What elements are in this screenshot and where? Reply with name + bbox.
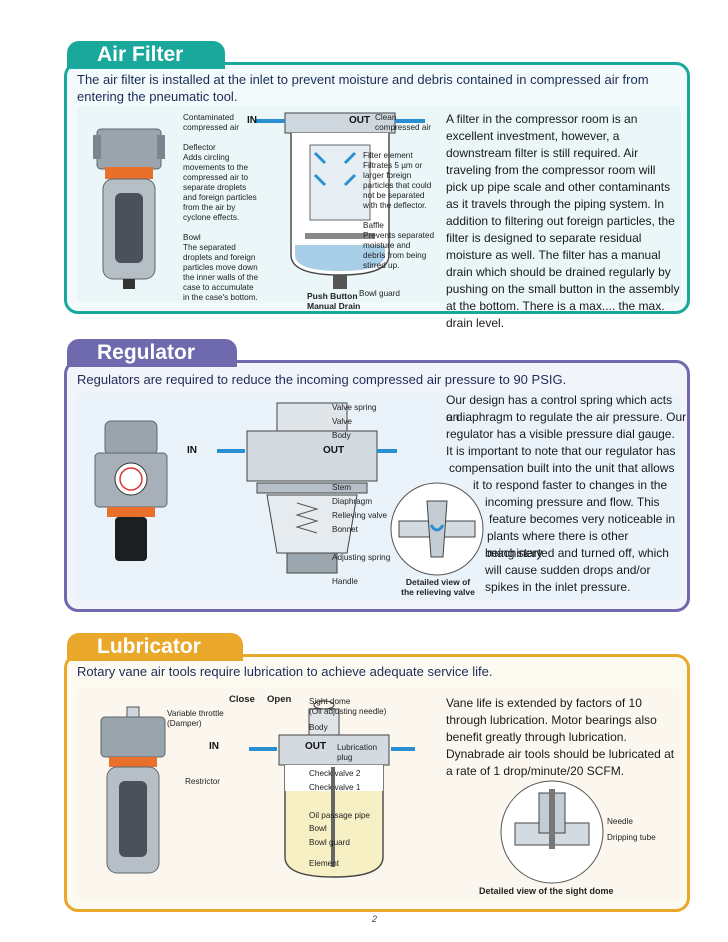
lubricator-title: Lubricator	[67, 633, 243, 661]
restrictor-label: Restrictor	[185, 777, 221, 786]
lubricator-diagram	[249, 700, 415, 878]
open-label: Open	[267, 694, 292, 705]
regulator-out-label: OUT	[323, 445, 345, 456]
handle-label: Handle	[332, 577, 358, 586]
lubricator-intro: Rotary vane air tools require lubricatio…	[77, 664, 493, 679]
check-valve-2-label: Check valve 2	[309, 769, 361, 778]
relieving-valve-label: Relieving valve	[332, 511, 388, 520]
regulator-body-line: feature becomes very noticeable in	[489, 512, 676, 526]
diaphragm-label: Diaphragm	[332, 497, 373, 506]
baffle-label: Baffle Prevents separated moisture and d…	[363, 221, 435, 270]
variable-throttle-label: Variable throttle (Damper)	[167, 709, 224, 728]
regulator-panel	[77, 393, 681, 601]
lubricator-out-label: OUT	[305, 741, 327, 752]
valve-label: Valve	[332, 417, 352, 426]
element-label: Element	[309, 859, 340, 868]
oil-passage-pipe-label: Oil passage pipe	[309, 811, 370, 820]
bonnet-label: Bonnet	[332, 525, 358, 534]
check-valve-1-label: Check valve 1	[309, 783, 361, 792]
lubricator-body-label: Body	[309, 723, 328, 732]
regulator-body-line: a diaphragm to regulate the air pressure…	[446, 410, 687, 424]
regulator-body-line: it to respond faster to changes in the	[473, 478, 668, 492]
regulator-in-label: IN	[187, 445, 197, 456]
page-number: 2	[372, 914, 378, 924]
regulator-body-line: Our design has a control spring which ac…	[446, 393, 673, 424]
regulator-title: Regulator	[67, 339, 238, 367]
lubricator-section: Lubricator Rotary vane air tools require…	[64, 633, 690, 912]
push-button-label: Push Button Manual Drain	[307, 291, 361, 311]
regulator-body-line: being started and turned off, which	[485, 546, 669, 560]
filter-element-label: Filter element Filtrates 5 µm or larger …	[363, 151, 432, 210]
clean-air-label: Clean compressed air	[375, 113, 431, 132]
lubricator-body: Vane life is extended by factors of 10 t…	[446, 696, 675, 778]
regulator-body-line: will cause sudden drops and/or	[485, 563, 651, 577]
sight-dome-caption: Detailed view of the sight dome	[479, 886, 614, 896]
air-in-label: IN	[247, 115, 257, 126]
regulator-body-line: It is important to note that our regulat…	[446, 444, 676, 458]
relieving-valve-caption: Detailed view of the relieving valve	[401, 577, 475, 597]
adjusting-spring-label: Adjusting spring	[332, 553, 391, 562]
lubrication-plug-label: Lubrication plug	[337, 743, 378, 762]
bowl-guard-label: Bowl guard	[359, 289, 400, 298]
regulator-product-image	[94, 420, 168, 561]
relieving-valve-detail	[390, 482, 484, 576]
regulator-body-line: incoming pressure and flow. This	[485, 495, 660, 509]
air-filter-diagram	[255, 112, 425, 289]
lubricator-bowl-label: Bowl	[309, 824, 327, 833]
contaminated-air-label: Contaminated compressed air	[183, 113, 239, 132]
regulator-body-line: spikes in the inlet pressure.	[485, 580, 631, 594]
needle-label: Needle	[607, 817, 633, 826]
air-filter-title: Air Filter	[67, 41, 226, 69]
dripping-tube-label: Dripping tube	[607, 833, 656, 842]
air-filter-product-image	[93, 128, 165, 289]
regulator-intro: Regulators are required to reduce the in…	[77, 372, 567, 387]
air-filter-intro: The air filter is installed at the inlet…	[77, 72, 649, 104]
lubricator-in-label: IN	[209, 741, 219, 752]
stem-label: Stem	[332, 483, 352, 492]
regulator-body-line: regulator has a visible pressure dial ga…	[446, 427, 675, 441]
air-filter-body: A filter in the compressor room is an ex…	[446, 112, 680, 330]
regulator-body-line: plants where there is other machinery	[487, 529, 629, 560]
lubricator-bowl-guard-label: Bowl guard	[309, 838, 350, 847]
deflector-label: Deflector Adds circling movements to the…	[183, 143, 257, 222]
regulator-body-line: compensation built into the unit that al…	[449, 461, 675, 475]
regulator-body-label: Body	[332, 431, 351, 440]
lubricator-product-image	[100, 706, 166, 874]
air-filter-section: Air Filter The air filter is installed a…	[64, 41, 690, 330]
regulator-diagram	[217, 402, 397, 574]
bowl-label: Bowl The separated droplets and foreign …	[183, 233, 259, 302]
sight-dome-detail	[500, 780, 604, 884]
sight-dome-label: Sight dome (Oil adjusting needle)	[309, 697, 387, 716]
valve-spring-label: Valve spring	[332, 403, 377, 412]
regulator-section: Regulator Regulators are required to red…	[64, 339, 690, 612]
close-label: Close	[229, 694, 255, 705]
air-out-label: OUT	[349, 115, 371, 126]
